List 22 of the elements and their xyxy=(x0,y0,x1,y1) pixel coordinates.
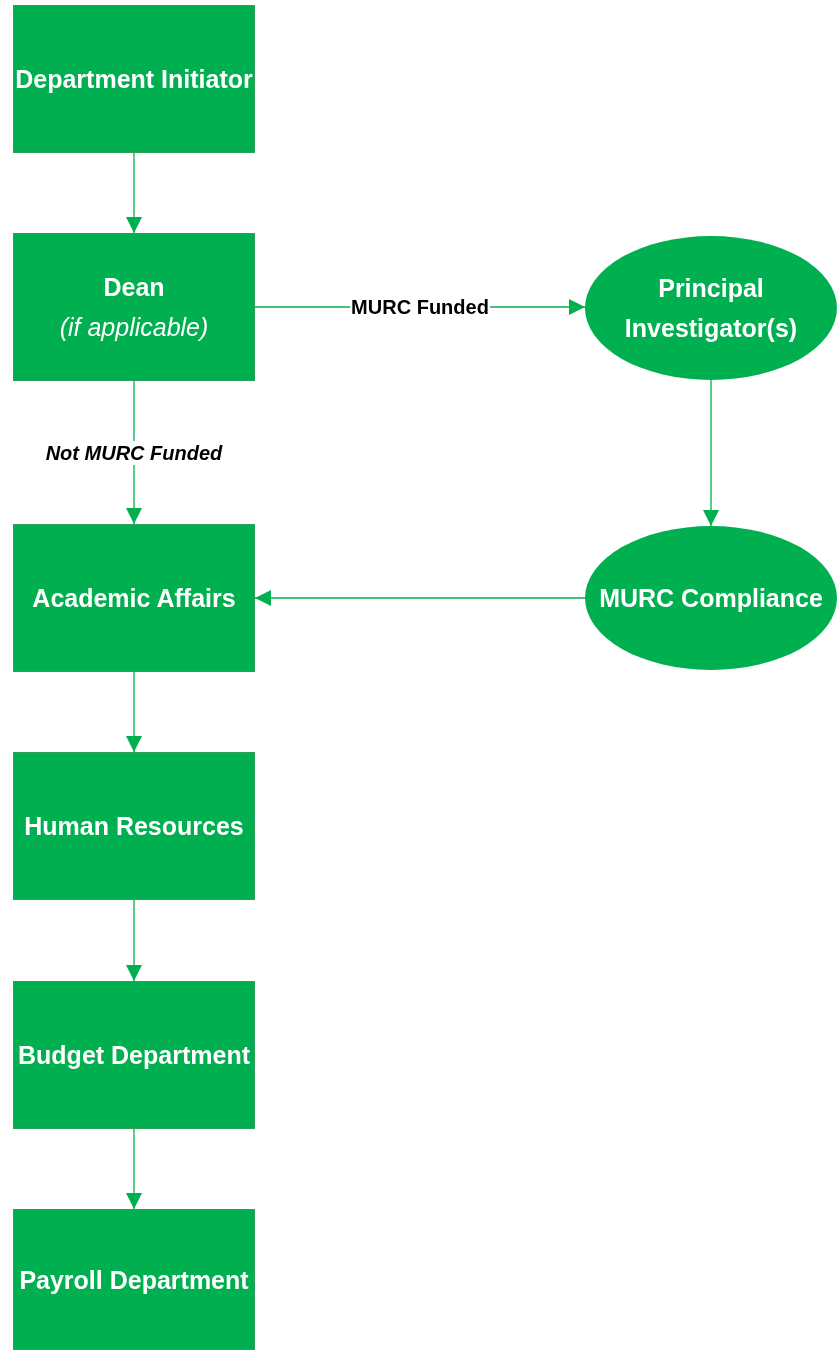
arrow xyxy=(126,899,142,982)
node-note: (if applicable) xyxy=(59,312,209,343)
arrow xyxy=(254,590,586,606)
process-box xyxy=(13,233,255,381)
edge-label: Not MURC Funded xyxy=(44,440,224,465)
process-box xyxy=(13,524,255,672)
node-title: MURC Compliance xyxy=(599,583,823,614)
node-title: Principal Investigator(s) xyxy=(623,273,799,344)
node-title: Academic Affairs xyxy=(32,583,236,614)
node-title: Payroll Department xyxy=(19,1264,249,1296)
process-box xyxy=(13,1209,255,1350)
node-title: Budget Department xyxy=(18,1040,250,1071)
arrow xyxy=(126,1128,142,1210)
node-title: Human Resources xyxy=(24,811,244,842)
process-box xyxy=(13,752,255,900)
process-box xyxy=(13,981,255,1129)
arrow xyxy=(126,152,142,234)
node-title: Department Initiator xyxy=(15,64,253,95)
process-box xyxy=(13,5,255,153)
node-title: Dean xyxy=(103,272,165,303)
arrow xyxy=(126,671,142,753)
arrow xyxy=(703,379,719,527)
